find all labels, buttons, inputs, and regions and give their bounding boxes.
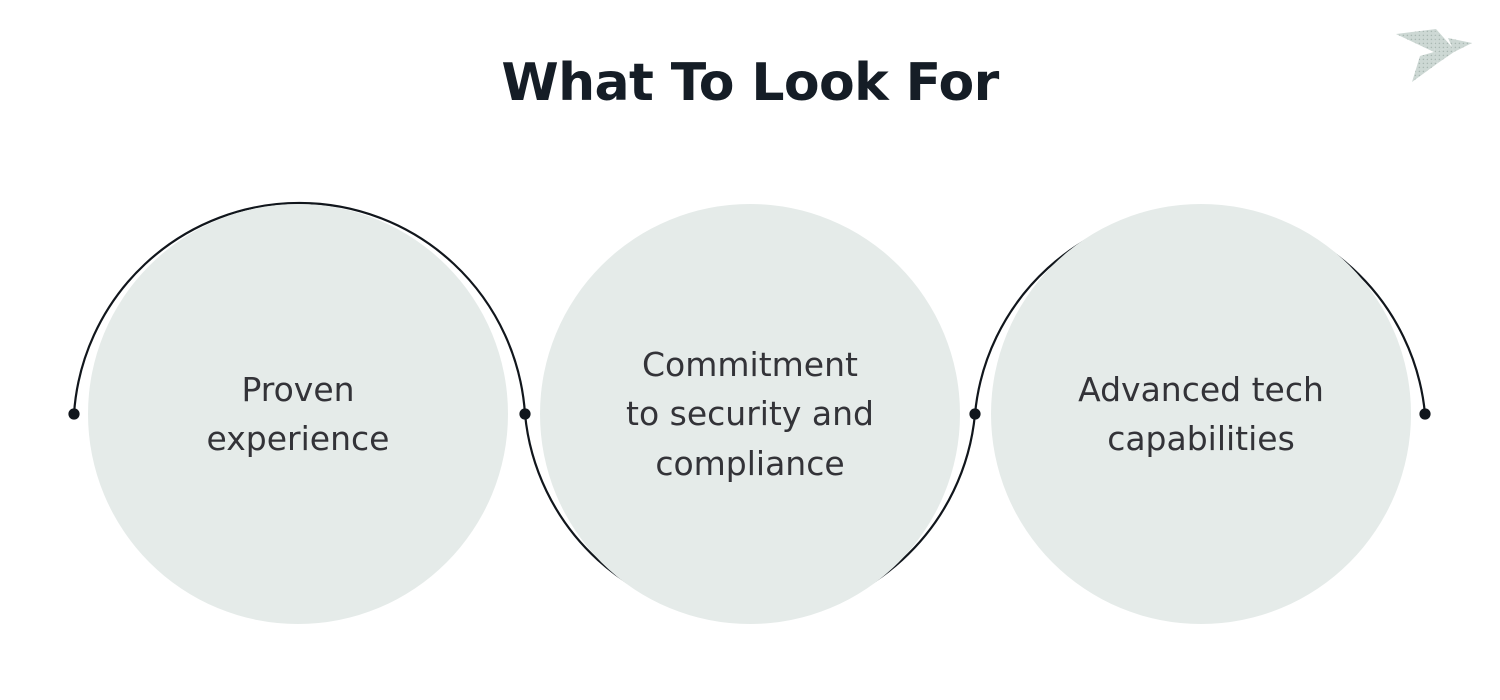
connector-dot-1 <box>68 408 80 420</box>
connector-dot-4 <box>1419 408 1431 420</box>
page-title: What To Look For <box>501 53 999 113</box>
circle-node-2: Commitment to security and compliance <box>540 204 960 624</box>
circle-node-2-label: Commitment to security and compliance <box>626 344 874 483</box>
circle-node-1-label: Proven experience <box>206 369 390 459</box>
circle-node-3: Advanced tech capabilities <box>991 204 1411 624</box>
connector-dot-3 <box>969 408 981 420</box>
circle-node-1: Proven experience <box>88 204 508 624</box>
connector-dot-2 <box>519 408 531 420</box>
circle-node-3-label: Advanced tech capabilities <box>1078 369 1324 459</box>
origami-bird-logo <box>1390 18 1480 90</box>
